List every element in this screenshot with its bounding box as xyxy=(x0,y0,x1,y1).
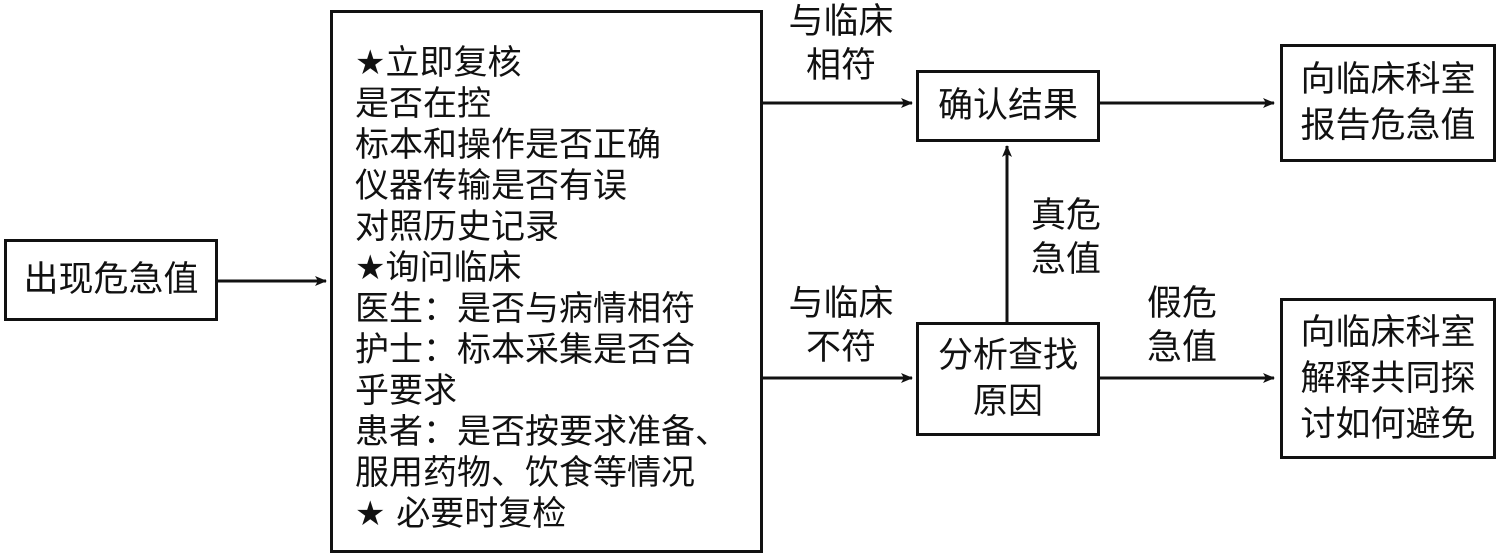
checklist-line: 仪器传输是否有误 xyxy=(355,166,627,206)
explain-node-text: 向临床科室 xyxy=(1300,312,1476,353)
checklist-line: 标本和操作是否正确 xyxy=(355,125,661,165)
analyze-node-text: 原因 xyxy=(972,382,1043,422)
explain-node-text: 解释共同探 xyxy=(1300,358,1476,399)
checklist-line: 乎要求 xyxy=(355,371,457,411)
explain-node-text: 讨如何避免 xyxy=(1300,404,1476,445)
edge-label-consistent: 与临床 相符 xyxy=(785,0,897,88)
checklist-line: 护士：标本采集是否合 xyxy=(355,330,695,370)
edge-label-false-critical-line: 急值 xyxy=(1146,328,1217,368)
edge-label-false-critical-line: 假危 xyxy=(1146,284,1217,324)
edge-label-inconsistent-line: 与临床 xyxy=(788,284,894,324)
checklist-line: 对照历史记录 xyxy=(355,207,559,247)
start-node-text: 出现危急值 xyxy=(23,260,199,300)
confirm-node: 确认结果 xyxy=(916,70,1100,142)
analyze-node-text: 分析查找 xyxy=(937,336,1078,376)
edge-label-inconsistent-line: 不符 xyxy=(805,328,876,368)
report-node-text: 向临床科室 xyxy=(1300,60,1476,100)
checklist-line: 服用药物、饮食等情况 xyxy=(355,453,695,493)
checklist-line: ★ 必要时复检 xyxy=(355,494,567,534)
report-node-text: 报告危急值 xyxy=(1300,106,1476,146)
report-node: 向临床科室 报告危急值 xyxy=(1280,44,1496,162)
checklist-line: 医生：是否与病情相符 xyxy=(355,289,695,329)
edge-label-inconsistent: 与临床 不符 xyxy=(785,282,897,370)
confirm-node-text: 确认结果 xyxy=(937,86,1078,126)
start-node: 出现危急值 xyxy=(4,239,218,321)
checklist-line: ★询问临床 xyxy=(355,248,522,288)
checklist-line: ★立即复核 xyxy=(355,43,522,83)
edge-label-true-critical-line: 急值 xyxy=(1030,240,1101,280)
edge-label-true-critical-line: 真危 xyxy=(1030,196,1101,236)
checklist-line: 是否在控 xyxy=(355,84,491,124)
edge-label-consistent-line: 与临床 xyxy=(788,2,894,42)
analyze-node: 分析查找 原因 xyxy=(916,322,1100,436)
edge-label-false-critical: 假危 急值 xyxy=(1140,282,1224,370)
checklist-node: ★立即复核 是否在控 标本和操作是否正确 仪器传输是否有误 对照历史记录 ★询问… xyxy=(330,10,763,553)
explain-node: 向临床科室 解释共同探 讨如何避免 xyxy=(1280,298,1496,459)
edge-label-true-critical: 真危 急值 xyxy=(1024,194,1108,282)
checklist-line: 患者：是否按要求准备、 xyxy=(355,412,729,452)
edge-label-consistent-line: 相符 xyxy=(805,46,876,86)
